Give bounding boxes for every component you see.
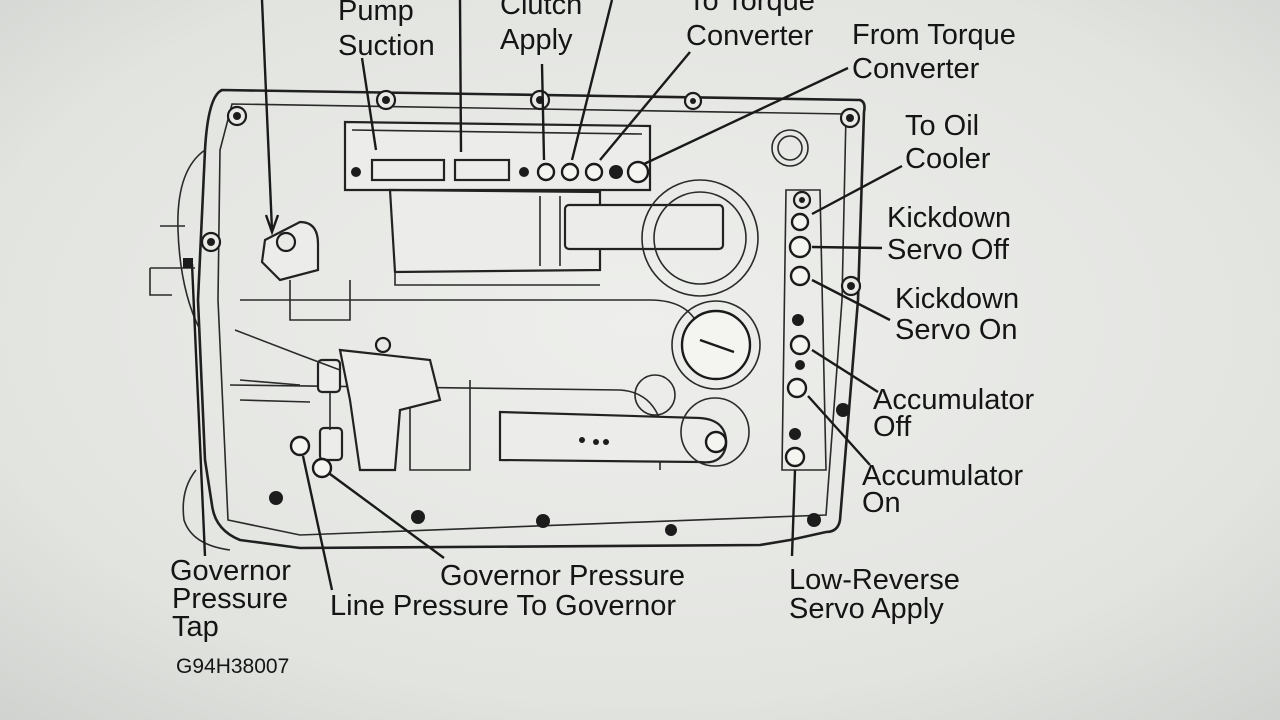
label-kickdown-servo-on-line1: Kickdown [895, 283, 1019, 315]
figure-code: G94H38007 [176, 655, 289, 678]
label-kickdown-servo-off-line1: Kickdown [887, 202, 1011, 234]
top-ports [536, 160, 650, 184]
label-accumulator-on-line2: On [862, 487, 901, 519]
label-governor-pressure-tap-line3: Tap [172, 611, 219, 643]
label-pump-suction-line2: Suction [338, 30, 435, 62]
label-kickdown-servo-on-line2: Servo On [895, 314, 1018, 346]
label-accumulator-on-line1: Accumulator [862, 460, 1024, 492]
label-governor-pressure: Governor Pressure [440, 560, 685, 592]
label-accumulator-off-line2: Off [873, 411, 912, 443]
label-low-reverse-servo-apply-line1: Low-Reverse [789, 564, 960, 596]
label-clutch-apply-line2: Apply [500, 24, 573, 56]
right-ports [781, 189, 827, 471]
label-kickdown-servo-off-line2: Servo Off [887, 234, 1010, 266]
case-bolts [200, 89, 862, 536]
label-from-torque-converter-line2: Converter [852, 53, 980, 85]
label-pump-suction-line1: Pump [338, 0, 414, 27]
label-from-torque-converter-line1: From Torque [852, 19, 1016, 51]
labels: Pump Suction Clutch Apply To Torque Conv… [170, 0, 1035, 678]
label-to-torque-converter-line1: To Torque [688, 0, 815, 17]
label-to-torque-converter-line2: Converter [686, 20, 814, 52]
label-line-pressure-to-governor: Line Pressure To Governor [330, 590, 676, 622]
label-accumulator-off-line1: Accumulator [873, 384, 1035, 416]
label-to-oil-cooler-line2: Cooler [905, 143, 991, 175]
label-clutch-apply-line1: Clutch [500, 0, 582, 21]
label-low-reverse-servo-apply-line2: Servo Apply [789, 593, 944, 625]
label-to-oil-cooler-line1: To Oil [905, 110, 979, 142]
leader-lines [149, 0, 903, 591]
label-governor-pressure-tap-line2: Pressure [172, 583, 288, 615]
label-governor-pressure-tap-line1: Governor [170, 555, 291, 587]
